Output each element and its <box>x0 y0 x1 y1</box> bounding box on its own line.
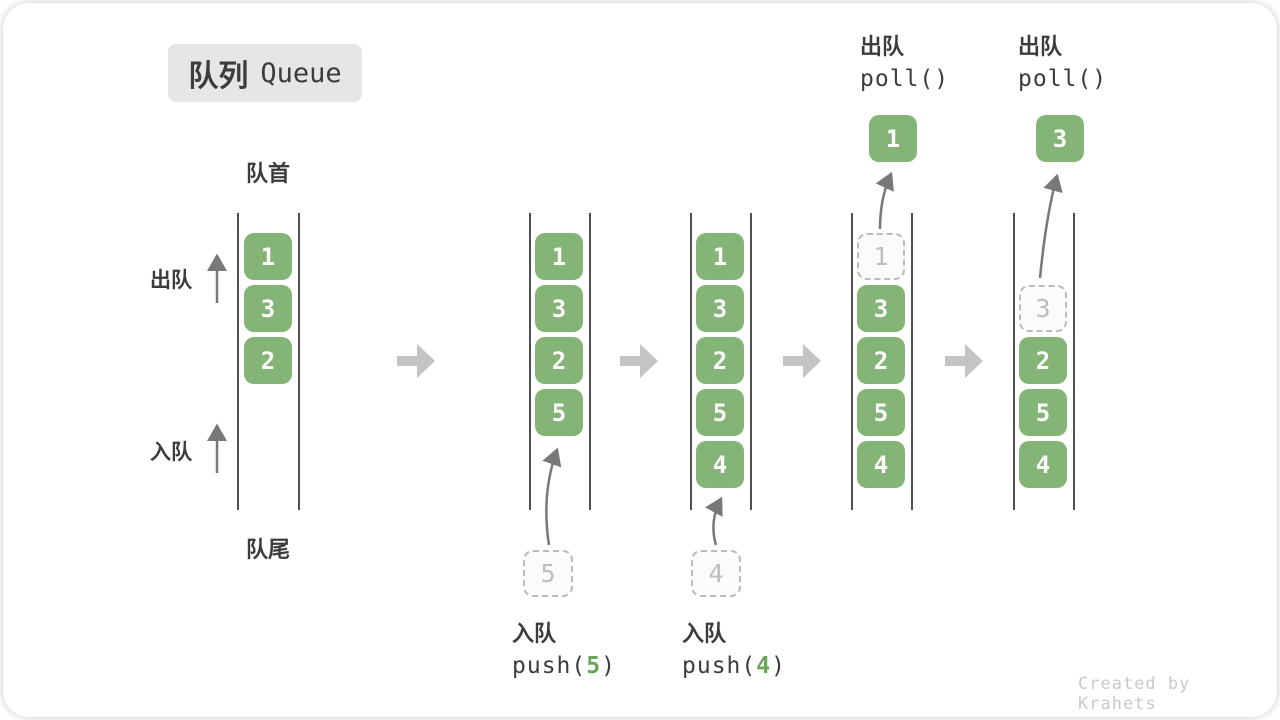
queue-cell: 1 <box>696 233 744 280</box>
queue-cell: 4 <box>857 441 905 488</box>
diagram-card <box>3 3 1277 717</box>
queue-cell: 5 <box>857 389 905 436</box>
queue-wall-right <box>911 213 913 510</box>
incoming-cell: 4 <box>691 550 741 597</box>
queue-cell: 5 <box>696 389 744 436</box>
op-push-4-zh: 入队 <box>682 621 727 646</box>
queue-cell: 2 <box>535 337 583 384</box>
queue-cell: 2 <box>244 337 292 384</box>
label-enqueue: 入队 <box>150 441 192 464</box>
queue-wall-left <box>690 213 692 510</box>
queue-cell: 3 <box>1019 285 1067 332</box>
queue-cell: 1 <box>535 233 583 280</box>
queue-cell: 4 <box>696 441 744 488</box>
queue-cell: 3 <box>696 285 744 332</box>
op-push-5-zh: 入队 <box>512 621 557 646</box>
queue-cell: 5 <box>535 389 583 436</box>
label-dequeue: 出队 <box>150 269 192 292</box>
label-queue-rear: 队尾 <box>245 537 290 562</box>
title-badge: 队列 Queue <box>168 44 362 102</box>
queue-wall-left <box>237 213 239 510</box>
queue-cell: 2 <box>1019 337 1067 384</box>
queue-wall-right <box>750 213 752 510</box>
op-label-poll-1: 出队 poll() <box>860 30 949 96</box>
op-poll-1-code: poll() <box>860 66 950 92</box>
incoming-cell: 5 <box>523 550 573 597</box>
watermark: Created by Krahets <box>1078 674 1191 714</box>
title-zh: 队列 <box>188 60 249 93</box>
queue-wall-right <box>298 213 300 510</box>
op-poll-2-code: poll() <box>1018 66 1108 92</box>
op-poll-2-zh: 出队 <box>1018 34 1063 59</box>
queue-wall-left <box>529 213 531 510</box>
op-label-push-4: 入队 push(4) <box>682 617 786 683</box>
queue-cell: 2 <box>857 337 905 384</box>
queue-cell: 3 <box>244 285 292 332</box>
title-en: Queue <box>260 57 342 89</box>
label-queue-front: 队首 <box>245 161 290 186</box>
op-label-push-5: 入队 push(5) <box>512 617 616 683</box>
op-push-4-code: push(4) <box>682 653 786 679</box>
queue-cell: 5 <box>1019 389 1067 436</box>
queue-wall-right <box>589 213 591 510</box>
queue-wall-right <box>1073 213 1075 510</box>
popped-cell: 1 <box>869 115 917 162</box>
push-5-arg: 5 <box>586 653 602 679</box>
popped-cell: 3 <box>1036 115 1084 162</box>
queue-cell: 1 <box>857 233 905 280</box>
queue-cell: 3 <box>857 285 905 332</box>
queue-cell: 3 <box>535 285 583 332</box>
queue-cell: 2 <box>696 337 744 384</box>
queue-cell: 1 <box>244 233 292 280</box>
queue-cell: 4 <box>1019 441 1067 488</box>
op-poll-1-zh: 出队 <box>860 34 905 59</box>
queue-wall-left <box>1013 213 1015 510</box>
queue-wall-left <box>851 213 853 510</box>
op-label-poll-2: 出队 poll() <box>1018 30 1107 96</box>
push-4-arg: 4 <box>756 653 772 679</box>
op-push-5-code: push(5) <box>512 653 616 679</box>
